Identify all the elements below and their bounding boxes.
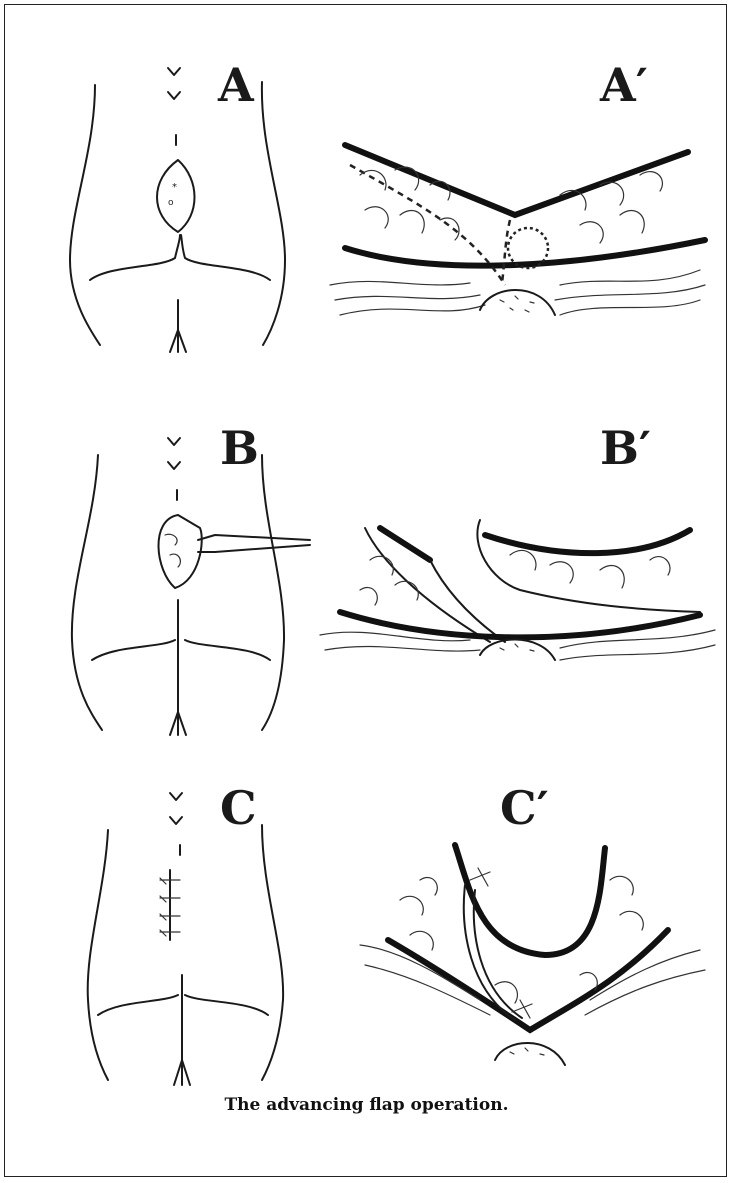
torso-b — [72, 438, 310, 735]
panel-label-c-prime: C′ — [500, 785, 549, 831]
section-b-prime — [320, 520, 715, 660]
torso-c — [88, 793, 283, 1085]
panel-label-a: A — [218, 62, 254, 108]
svg-text:o: o — [168, 198, 174, 208]
section-a-prime — [330, 145, 705, 315]
panel-label-b-prime: B′ — [600, 425, 651, 471]
section-c-prime — [360, 845, 705, 1065]
svg-text:*: * — [172, 182, 177, 193]
panel-label-b: B — [220, 425, 259, 471]
panel-label-c: C — [220, 785, 257, 831]
figure-caption: The advancing flap operation. — [0, 1095, 733, 1115]
panel-label-a-prime: A′ — [600, 62, 648, 108]
